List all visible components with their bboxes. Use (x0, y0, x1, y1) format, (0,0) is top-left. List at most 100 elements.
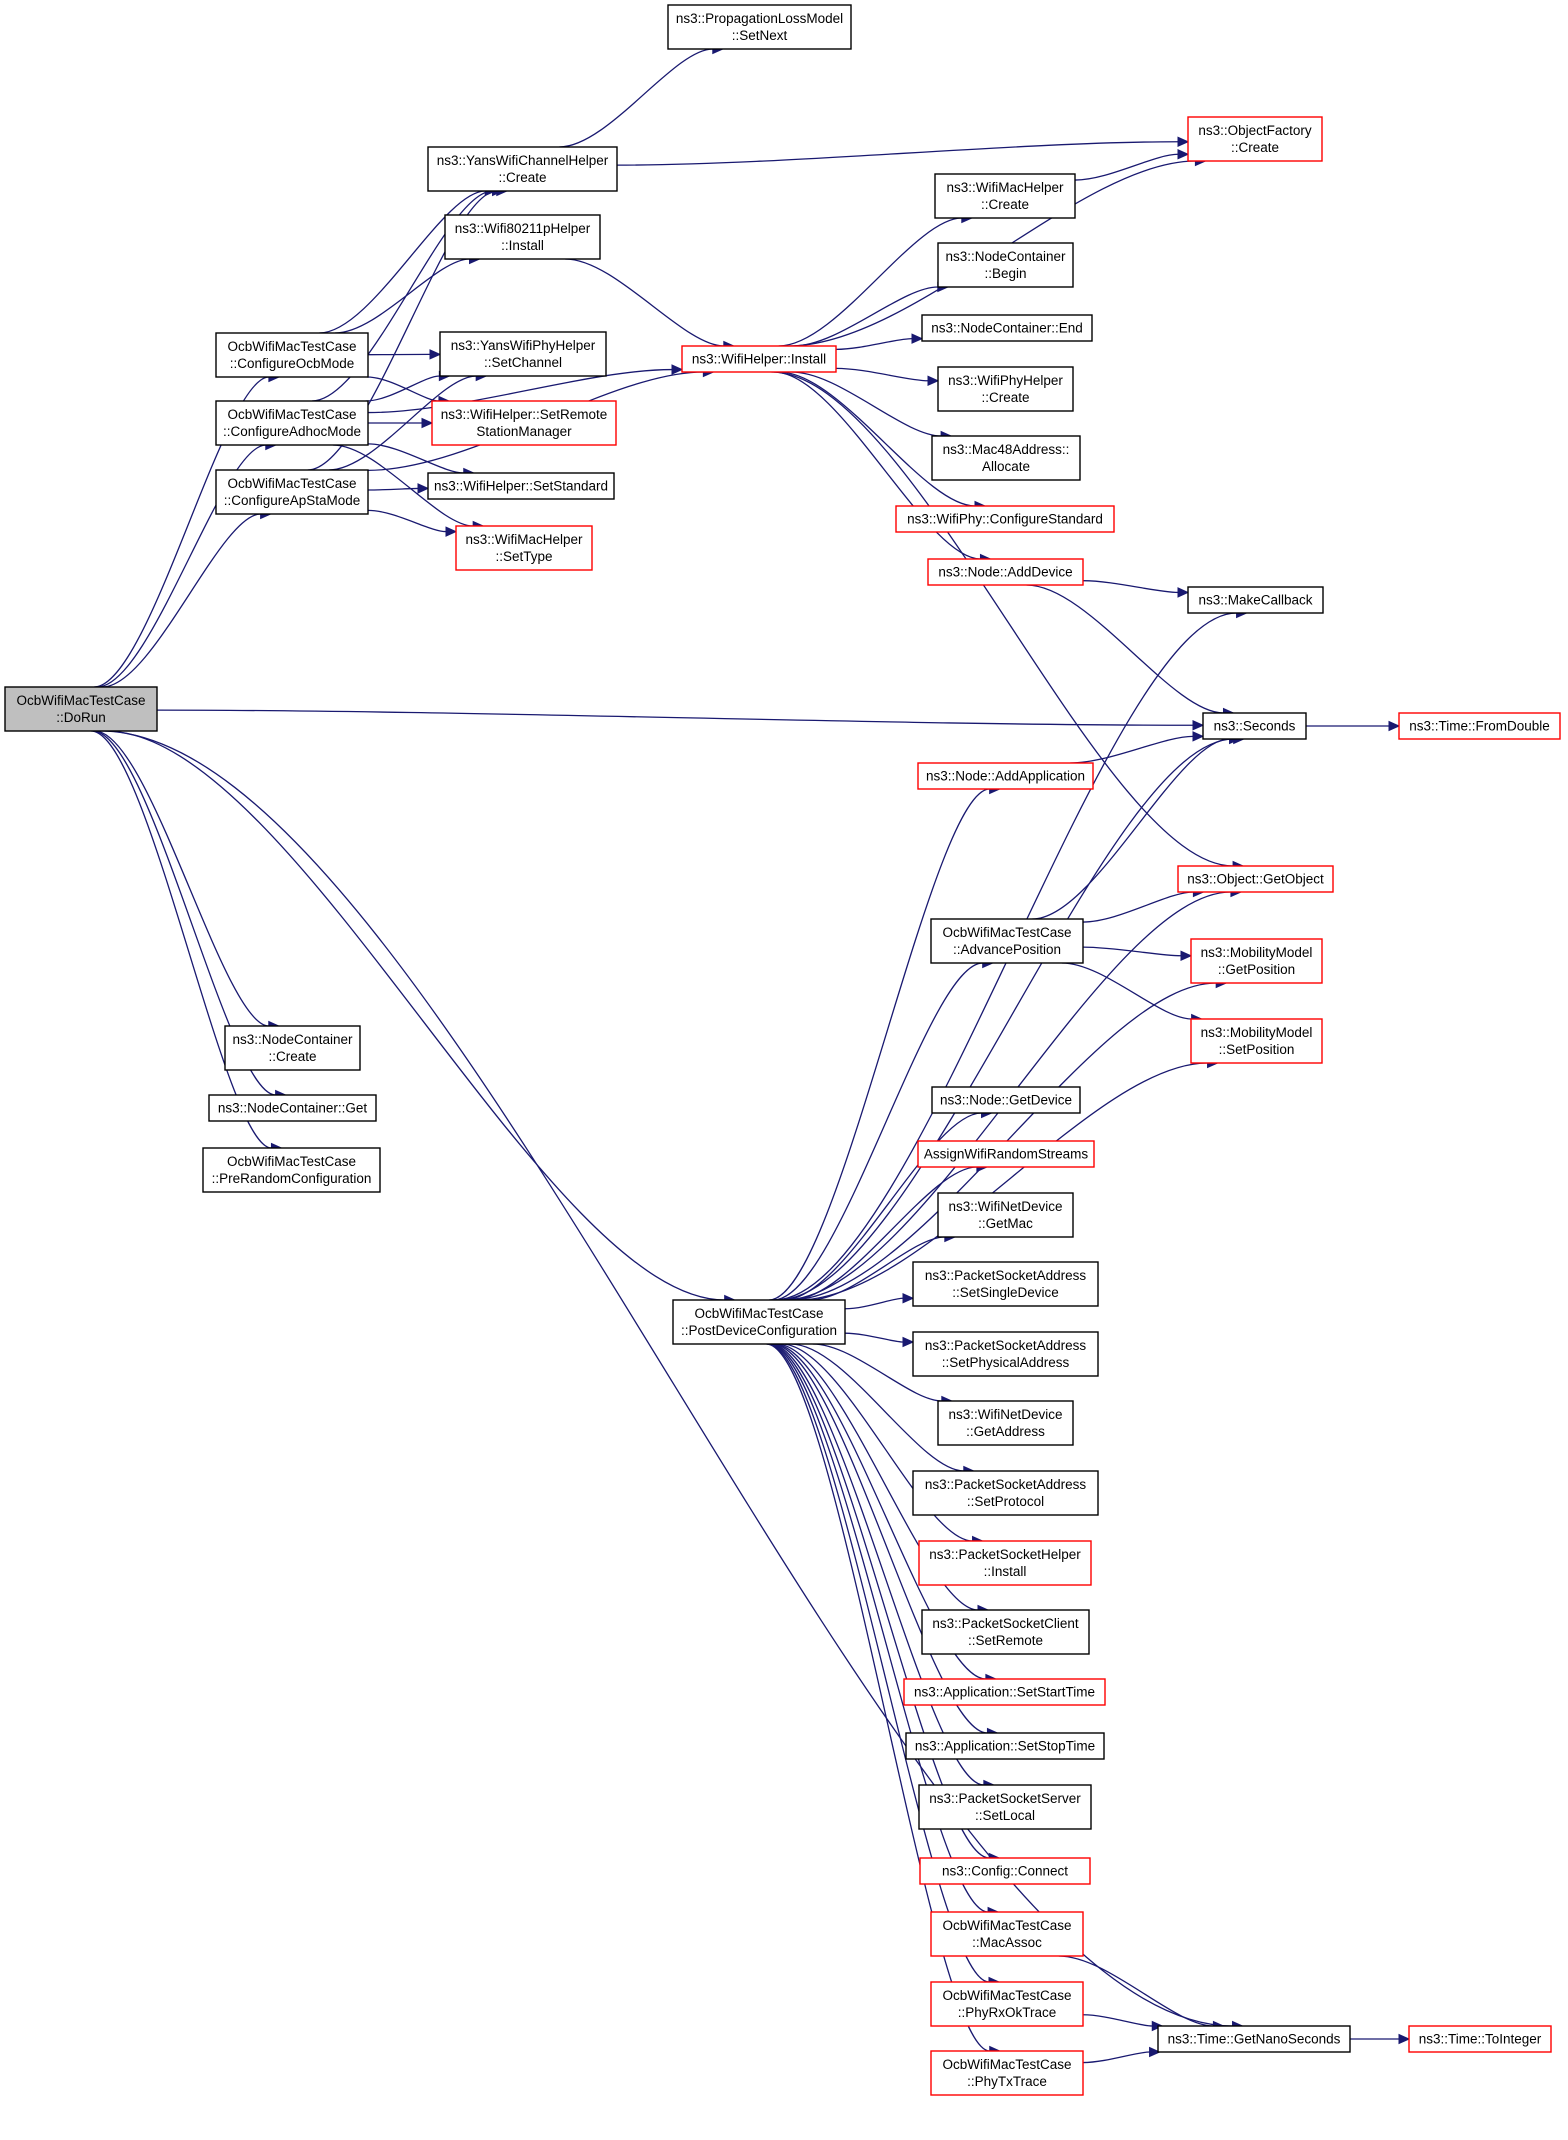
edge-line (92, 730, 276, 1096)
node-label-line: ns3::WifiHelper::Install (692, 352, 826, 367)
node-mm_getpos[interactable]: ns3::MobilityModel::GetPosition (1190, 938, 1323, 984)
edge-line (616, 141, 1179, 166)
node-label-line: ::ConfigureAdhocMode (223, 424, 361, 439)
arrow-head-icon (927, 375, 940, 387)
node-tointeger[interactable]: ns3::Time::ToInteger (1408, 2025, 1552, 2053)
edge-wh_install-to-wph_create (835, 367, 940, 387)
edge-node_addapp-to-seconds (1070, 731, 1205, 764)
node-psc_setremote[interactable]: ns3::PacketSocketClient::SetRemote (921, 1609, 1090, 1655)
node-nc_begin[interactable]: ns3::NodeContainer::Begin (937, 242, 1074, 288)
node-phytx[interactable]: OcbWifiMacTestCase::PhyTxTrace (930, 2050, 1084, 2096)
node-wmh_create[interactable]: ns3::WifiMacHelper::Create (934, 173, 1076, 219)
arrow-head-icon (1151, 2020, 1164, 2032)
edge-line (91, 730, 272, 1149)
edge-line (367, 487, 419, 491)
node-cfg_ocb[interactable]: OcbWifiMacTestCase::ConfigureOcbMode (215, 332, 369, 378)
node-nc_create[interactable]: ns3::NodeContainer::Create (224, 1025, 361, 1071)
node-prerandom[interactable]: OcbWifiMacTestCase::PreRandomConfigurati… (202, 1147, 381, 1193)
node-box (667, 4, 852, 50)
node-dorun[interactable]: OcbWifiMacTestCase::DoRun (4, 686, 158, 732)
node-macassoc[interactable]: OcbWifiMacTestCase::MacAssoc (930, 1911, 1084, 1957)
node-wph_create[interactable]: ns3::WifiPhyHelper::Create (937, 366, 1074, 412)
edge-line (783, 1112, 982, 1301)
node-psa_setphys[interactable]: ns3::PacketSocketAddress::SetPhysicalAdd… (912, 1331, 1099, 1377)
nodes-layer: OcbWifiMacTestCase::DoRunOcbWifiMacTestC… (4, 4, 1561, 2096)
node-psa_setproto[interactable]: ns3::PacketSocketAddress::SetProtocol (912, 1470, 1099, 1516)
node-makecb[interactable]: ns3::MakeCallback (1187, 586, 1324, 614)
edge-line (367, 368, 673, 414)
edge-line (781, 1343, 973, 1542)
edge-node_adddev-to-makecb (1082, 580, 1190, 598)
node-wnd_getmac[interactable]: ns3::WifiNetDevice::GetMac (937, 1192, 1074, 1238)
node-pss_setlocal[interactable]: ns3::PacketSocketServer::SetLocal (918, 1784, 1092, 1830)
node-app_setstop[interactable]: ns3::Application::SetStopTime (905, 1732, 1105, 1760)
edge-line (844, 1332, 904, 1343)
node-box (931, 1086, 1081, 1114)
node-wh_install[interactable]: ns3::WifiHelper::Install (681, 345, 837, 373)
edge-dorun-to-cfg_apsta (102, 508, 272, 688)
node-cfg_apsta[interactable]: OcbWifiMacTestCase::ConfigureApStaMode (215, 469, 369, 515)
edge-line (334, 258, 470, 334)
node-phyrxok[interactable]: OcbWifiMacTestCase::PhyRxOkTrace (930, 1981, 1084, 2027)
node-mac48_alloc[interactable]: ns3::Mac48Address::Allocate (931, 435, 1081, 481)
node-psh_install[interactable]: ns3::PacketSocketHelper::Install (918, 1540, 1092, 1586)
edge-line (1070, 735, 1194, 764)
node-node_getdev[interactable]: ns3::Node::GetDevice (931, 1086, 1081, 1114)
node-node_addapp[interactable]: ns3::Node::AddApplication (917, 762, 1094, 790)
node-box (937, 366, 1074, 412)
node-label-line: ns3::PacketSocketAddress (925, 1477, 1087, 1492)
edge-dorun-to-postdev (105, 730, 736, 1306)
node-seconds[interactable]: ns3::Seconds (1202, 712, 1307, 740)
node-label-line: OcbWifiMacTestCase (227, 476, 356, 491)
edge-line (328, 375, 477, 471)
edge-getnanosec-to-tointeger (1350, 2033, 1411, 2045)
node-yans_ch_create[interactable]: ns3::YansWifiChannelHelper::Create (427, 146, 618, 192)
node-psa_setsingle[interactable]: ns3::PacketSocketAddress::SetSingleDevic… (912, 1261, 1099, 1307)
node-label-line: OcbWifiMacTestCase (942, 2057, 1071, 2072)
node-label-line: ns3::Time::FromDouble (1409, 719, 1550, 734)
node-label-line: ::Begin (984, 266, 1026, 281)
node-box (921, 314, 1093, 342)
node-label-line: ns3::Application::SetStopTime (915, 1739, 1095, 1754)
node-of_create[interactable]: ns3::ObjectFactory::Create (1187, 116, 1323, 162)
edge-line (812, 1343, 942, 1402)
edge-wmh_create-to-of_create (1074, 149, 1190, 181)
node-label-line: ns3::Config::Connect (942, 1864, 1068, 1879)
node-nc_get[interactable]: ns3::NodeContainer::Get (208, 1094, 377, 1122)
node-yans_phy_setch[interactable]: ns3::YansWifiPhyHelper::SetChannel (439, 331, 607, 377)
node-wphy_cfgstd[interactable]: ns3::WifiPhy::ConfigureStandard (895, 505, 1115, 533)
node-node_adddev[interactable]: ns3::Node::AddDevice (927, 558, 1084, 586)
node-assignrand[interactable]: AssignWifiRandomStreams (917, 1140, 1095, 1168)
edge-advpos-to-mm_setpos (1061, 962, 1203, 1025)
node-wifi80211p_install[interactable]: ns3::Wifi80211pHelper::Install (444, 214, 601, 260)
node-box (215, 400, 369, 446)
node-app_setstart[interactable]: ns3::Application::SetStartTime (903, 1678, 1106, 1706)
edge-line (367, 376, 439, 402)
node-box (427, 146, 618, 192)
node-label-line: ns3::Node::AddApplication (926, 769, 1085, 784)
node-label-line: ::Create (981, 197, 1029, 212)
node-mm_setpos[interactable]: ns3::MobilityModel::SetPosition (1190, 1018, 1323, 1064)
node-label-line: ns3::WifiPhy::ConfigureStandard (907, 512, 1103, 527)
node-advpos[interactable]: OcbWifiMacTestCase::AdvancePosition (930, 918, 1084, 964)
node-prop_setnext[interactable]: ns3::PropagationLossModel::SetNext (667, 4, 852, 50)
node-getnanosec[interactable]: ns3::Time::GetNanoSeconds (1157, 2025, 1351, 2053)
node-wnd_getaddr[interactable]: ns3::WifiNetDevice::GetAddress (937, 1400, 1074, 1446)
edge-line (367, 443, 464, 474)
node-postdev[interactable]: OcbWifiMacTestCase::PostDeviceConfigurat… (672, 1299, 846, 1345)
node-label-line: ::PostDeviceConfiguration (681, 1323, 837, 1338)
node-nc_end[interactable]: ns3::NodeContainer::End (921, 314, 1093, 342)
node-wh_setstd[interactable]: ns3::WifiHelper::SetStandard (427, 472, 615, 500)
node-wmh_settype[interactable]: ns3::WifiMacHelper::SetType (455, 525, 593, 571)
node-cfg_adhoc[interactable]: OcbWifiMacTestCase::ConfigureAdhocMode (215, 400, 369, 446)
node-label-line: ns3::Application::SetStartTime (914, 1685, 1095, 1700)
node-box (937, 242, 1074, 288)
node-fromdouble[interactable]: ns3::Time::FromDouble (1398, 712, 1561, 740)
edge-line (835, 367, 929, 382)
node-getobject[interactable]: ns3::Object::GetObject (1177, 865, 1334, 893)
node-label-line: ns3::WifiMacHelper (465, 532, 583, 547)
node-cfg_connect[interactable]: ns3::Config::Connect (919, 1857, 1091, 1885)
node-label-line: OcbWifiMacTestCase (227, 407, 356, 422)
